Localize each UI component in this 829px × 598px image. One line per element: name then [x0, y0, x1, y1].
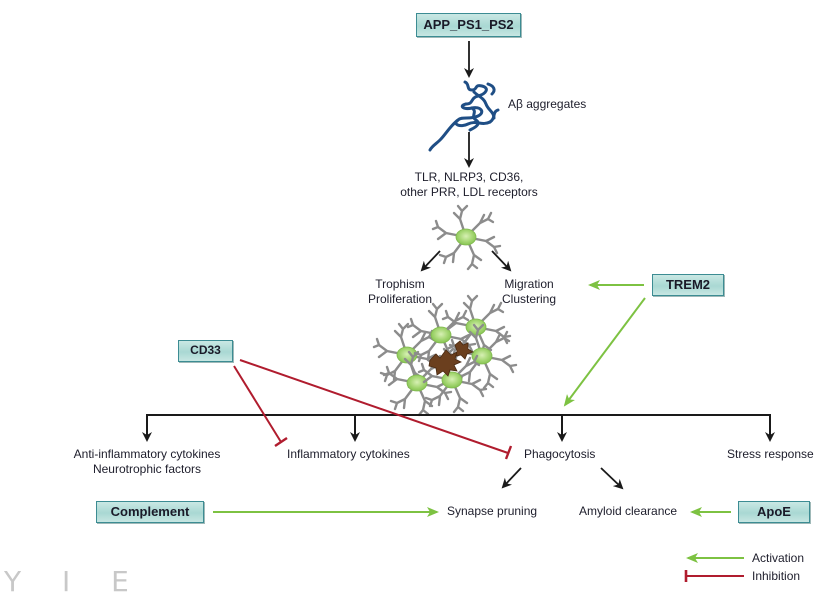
watermark: Y I E	[4, 565, 145, 598]
receptors-label: TLR, NLRP3, CD36, other PRR, LDL recepto…	[389, 170, 549, 200]
abeta-aggregates-label: Aβ aggregates	[508, 97, 587, 111]
microglia-cell-icon	[431, 204, 502, 271]
cd33-box: CD33	[178, 340, 233, 362]
inhibition-bar-phagocytosis	[504, 445, 513, 460]
anti-inflammatory-line2: Neurotrophic factors	[92, 462, 202, 476]
inflammatory-cytokines-label: Inflammatory cytokines	[287, 447, 410, 461]
receptors-line2: other PRR, LDL receptors	[400, 185, 538, 199]
migration-line1: Migration	[504, 277, 554, 291]
legend-activation-label: Activation	[752, 551, 805, 565]
trophism-line1: Trophism	[375, 277, 425, 291]
legend-inhibition-label: Inhibition	[752, 569, 801, 583]
arrow-microglia-to-trophism	[420, 250, 441, 272]
migration-clustering-label: Migration Clustering	[496, 277, 562, 307]
synapse-pruning-label: Synapse pruning	[447, 504, 538, 518]
abeta-aggregate-icon	[428, 80, 500, 152]
activation-trem2-to-phagocytosis	[563, 297, 646, 407]
anti-inflammatory-label: Anti-inflammatory cytokines Neurotrophic…	[62, 447, 232, 477]
migration-line2: Clustering	[501, 292, 557, 306]
arrow-phagocytosis-to-amyloid	[600, 467, 624, 490]
stress-response-label: Stress response	[727, 447, 814, 461]
apoe-box: ApoE	[738, 501, 810, 523]
trophism-line2: Proliferation	[367, 292, 433, 306]
app-ps1-ps2-box: APP_PS1_PS2	[416, 13, 521, 37]
receptors-line1: TLR, NLRP3, CD36,	[414, 170, 524, 184]
amyloid-clearance-label: Amyloid clearance	[579, 504, 678, 518]
arrow-microglia-to-migration	[491, 250, 512, 272]
amyloid-plaque-icon	[428, 340, 474, 377]
phagocytosis-label: Phagocytosis	[524, 447, 596, 461]
complement-box: Complement	[96, 501, 204, 523]
inhibition-bar-inflammatory	[274, 437, 288, 447]
inhibition-cd33-to-inflammatory	[233, 365, 282, 443]
anti-inflammatory-line1: Anti-inflammatory cytokines	[73, 447, 221, 461]
trem2-box: TREM2	[652, 274, 724, 296]
inhibition-cd33-to-phagocytosis	[239, 359, 509, 454]
trophism-proliferation-label: Trophism Proliferation	[365, 277, 435, 307]
arrow-phagocytosis-to-synapse	[501, 467, 522, 489]
